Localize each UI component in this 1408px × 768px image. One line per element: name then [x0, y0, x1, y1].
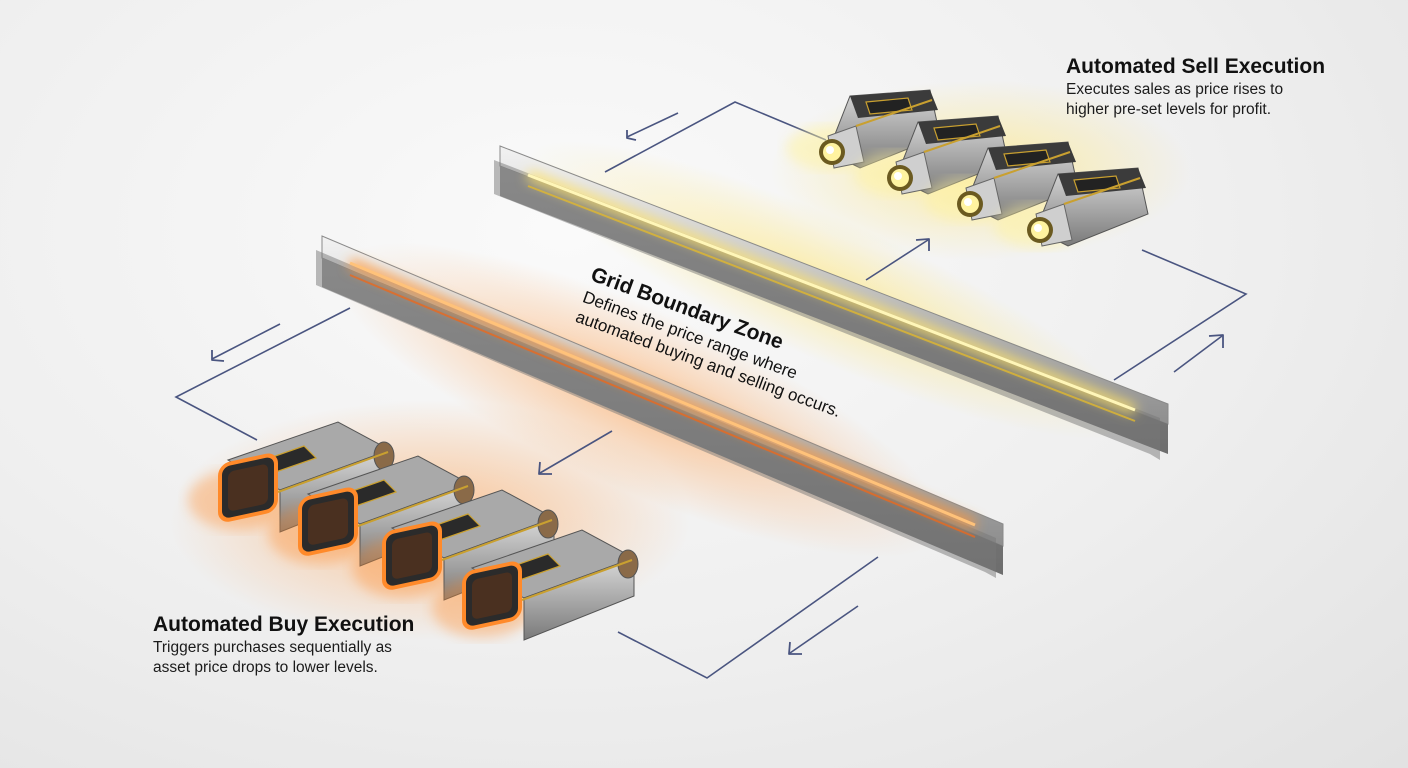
flow-arrow-icon: [788, 641, 802, 655]
flow-arrow-icon: [538, 461, 552, 475]
buy-title: Automated Buy Execution: [153, 613, 415, 636]
flow-arrow-icon: [915, 238, 930, 251]
grid-flow-left: [174, 307, 351, 441]
right-up-arrow-line: [1173, 335, 1223, 373]
sell-desc-line2: higher pre-set levels for profit.: [1066, 101, 1272, 118]
sell-flow-top: [604, 101, 827, 173]
upper-grid-rail: [494, 145, 1169, 460]
sell-title: Automated Sell Execution: [1066, 55, 1326, 78]
top-left-arrow-line: [626, 112, 679, 138]
flow-lines: [174, 101, 1248, 679]
upper-rail-light: [527, 173, 1136, 412]
buy-modules: [188, 421, 639, 641]
flow-arrow-icons: [211, 130, 1224, 655]
up-arrow-line: [865, 239, 929, 281]
trading-module-icon: [924, 141, 1079, 222]
buy-desc-line2: asset price drops to lower levels.: [153, 659, 378, 676]
lower-grid-rail: [316, 235, 1004, 578]
mid-arrow-line: [539, 430, 613, 474]
trading-module-icon: [432, 529, 639, 641]
lower-rail-light: [349, 261, 976, 527]
trading-module-icon: [854, 115, 1009, 196]
bottom-arrow-line: [789, 605, 859, 654]
sell-execution-label: Automated Sell Execution Executes sales …: [1066, 54, 1366, 120]
trading-module-icon: [994, 167, 1149, 248]
buy-desc-line1: Triggers purchases sequentially as: [153, 639, 392, 656]
buy-execution-label: Automated Buy Execution Triggers purchas…: [153, 612, 453, 678]
sell-desc-line1: Executes sales as price rises to: [1066, 81, 1284, 98]
flow-arrow-icon: [626, 130, 637, 141]
sell-flow-right: [1113, 249, 1248, 381]
trading-module-icon: [786, 89, 941, 170]
flow-arrow-icon: [1208, 334, 1224, 348]
buy-flow-bottom: [617, 556, 879, 679]
trading-module-icon: [188, 421, 395, 533]
flow-arrow-icon: [211, 350, 225, 362]
sell-modules: [786, 89, 1149, 248]
left-arrow-line: [211, 323, 281, 360]
